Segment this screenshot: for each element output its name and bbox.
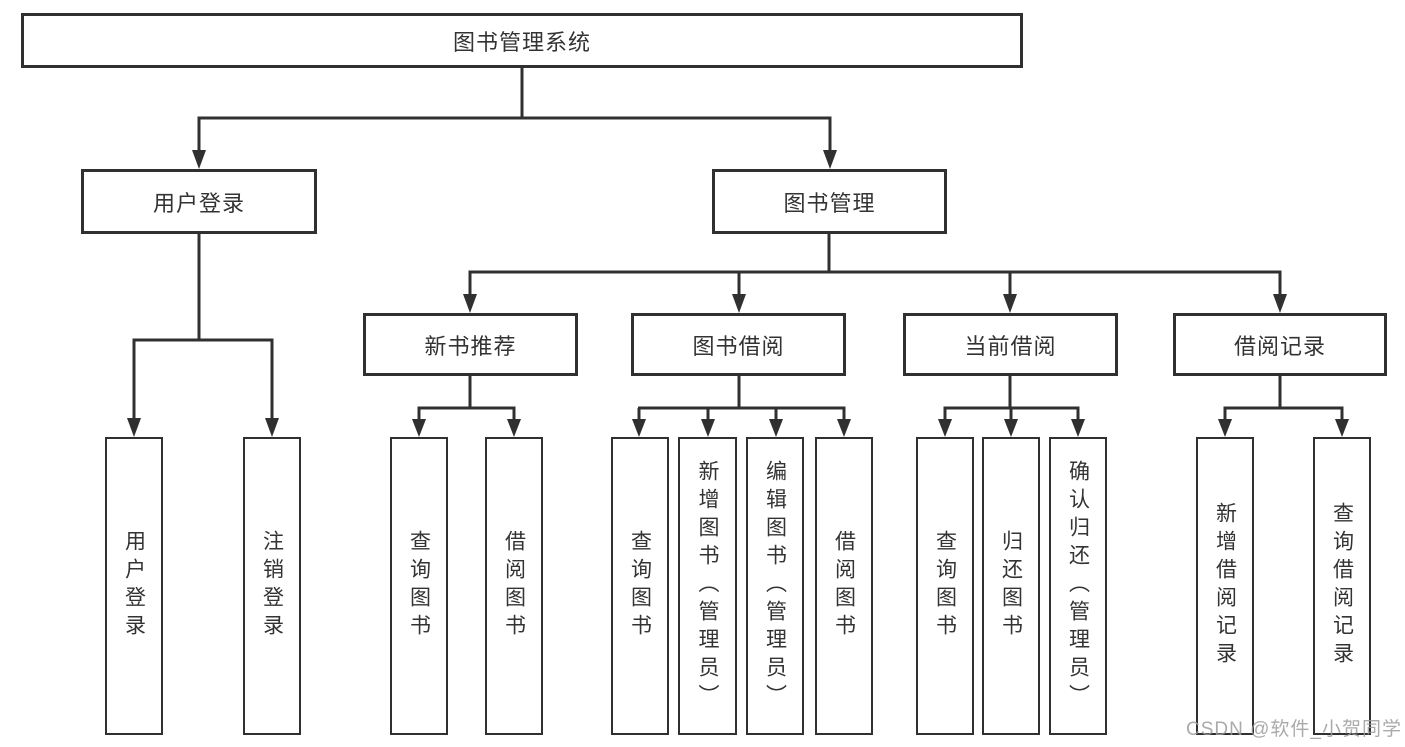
node-book-management-branch: 图书管理: [712, 169, 947, 234]
node-label: 图书借阅: [692, 333, 785, 359]
leaf-label: 借阅图书: [502, 530, 526, 642]
leaf-add-books-admin: 新增图书（管理员）: [678, 437, 737, 735]
leaf-query-books-1: 查询图书: [390, 437, 448, 735]
csdn-watermark: CSDN @软件_小贺同学: [1186, 719, 1402, 740]
leaf-label: 归还图书: [999, 530, 1023, 642]
leaf-borrow-books-2: 借阅图书: [815, 437, 873, 735]
leaf-label: 查询借阅记录: [1330, 502, 1354, 670]
leaf-label: 新增图书（管理员）: [696, 460, 719, 712]
leaf-edit-books-admin: 编辑图书（管理员）: [746, 437, 804, 735]
leaf-query-books-3: 查询图书: [916, 437, 974, 735]
node-label: 借阅记录: [1233, 333, 1326, 359]
leaf-label: 注销登录: [260, 530, 284, 642]
leaf-label: 用户登录: [122, 530, 146, 642]
node-label: 当前借阅: [964, 333, 1057, 359]
node-label: 新书推荐: [424, 333, 517, 359]
leaf-query-books-2: 查询图书: [611, 437, 669, 735]
leaf-add-borrow-record: 新增借阅记录: [1196, 437, 1254, 735]
node-label: 图书管理: [783, 190, 876, 216]
node-label: 用户登录: [152, 190, 245, 216]
connector-paths: [132, 68, 1344, 420]
leaf-confirm-return-admin: 确认归还（管理员）: [1049, 437, 1107, 735]
leaf-label: 新增借阅记录: [1213, 502, 1237, 670]
node-new-book-recommendation: 新书推荐: [363, 313, 578, 376]
node-label: 图书管理系统: [452, 29, 591, 55]
leaf-query-borrow-record: 查询借阅记录: [1313, 437, 1371, 735]
node-book-borrowing: 图书借阅: [631, 313, 846, 376]
leaf-return-books: 归还图书: [982, 437, 1040, 735]
leaf-user-login: 用户登录: [105, 437, 163, 735]
leaf-label: 编辑图书（管理员）: [763, 460, 787, 712]
node-borrowing-records: 借阅记录: [1173, 313, 1387, 376]
leaf-label: 查询图书: [933, 530, 957, 642]
node-library-management-system: 图书管理系统: [21, 13, 1023, 68]
node-user-login-branch: 用户登录: [81, 169, 317, 234]
leaf-label: 查询图书: [407, 530, 431, 642]
leaf-label: 查询图书: [628, 530, 652, 642]
arrowheads: [127, 150, 1349, 437]
leaf-borrow-books-1: 借阅图书: [485, 437, 543, 735]
node-current-borrowing: 当前借阅: [903, 313, 1118, 376]
leaf-logout: 注销登录: [243, 437, 301, 735]
leaf-label: 确认归还（管理员）: [1066, 460, 1090, 712]
leaf-label: 借阅图书: [832, 530, 856, 642]
